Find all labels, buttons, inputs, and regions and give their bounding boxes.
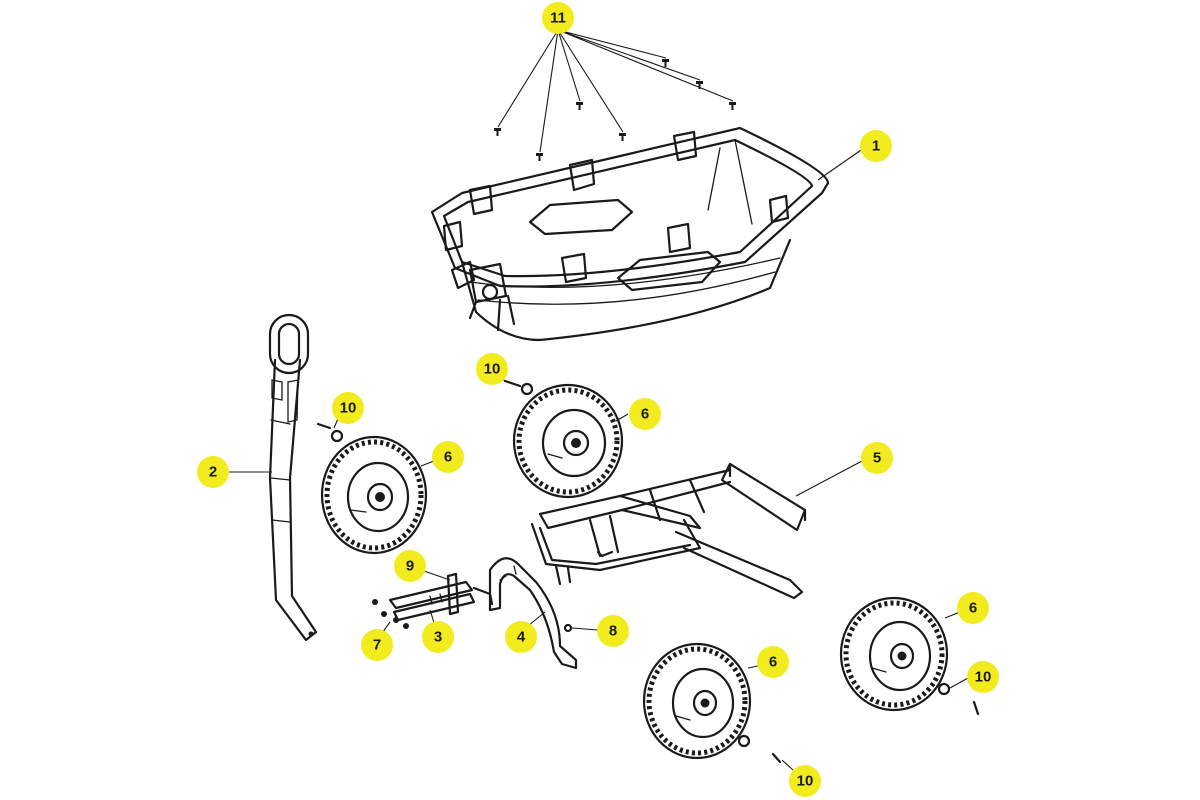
callout-3-marker [422, 621, 454, 653]
callout-1-marker [860, 130, 892, 162]
handle-part [268, 313, 318, 642]
callout-6-left: 6 [432, 441, 464, 473]
callout-10-left-marker [332, 392, 364, 424]
callout-5: 5 [861, 442, 893, 474]
callout-4-label: 4 [517, 629, 526, 646]
axle-bolt-assembly-part [372, 572, 494, 629]
callout-7-marker [361, 629, 393, 661]
callout-6-left-label: 6 [444, 449, 452, 466]
callout-10-left: 10 [332, 392, 364, 424]
callout-8-label: 8 [609, 623, 617, 640]
wheel-part-rear-top [512, 383, 624, 499]
wheel-part-left [320, 435, 428, 555]
callout-1: 1 [860, 130, 892, 162]
callout-4: 4 [505, 621, 537, 653]
callout-8: 8 [597, 615, 629, 647]
callout-2: 2 [197, 456, 229, 488]
callout-3-label: 3 [434, 629, 442, 646]
callout-10-left-label: 10 [340, 400, 357, 417]
callout-6-top-label: 6 [641, 406, 649, 423]
callout-10-bottom: 10 [789, 765, 821, 797]
wheel-part-front-right [839, 596, 949, 712]
tray-part [430, 126, 830, 342]
callout-6-left-marker [432, 441, 464, 473]
callout-1-label: 1 [872, 138, 880, 155]
callout-10-right-label: 10 [975, 669, 992, 686]
callout-6-bottom: 6 [757, 646, 789, 678]
screws-part [494, 59, 736, 161]
callout-5-marker [861, 442, 893, 474]
front-axle-bracket-part [488, 557, 578, 670]
callout-4-marker [505, 621, 537, 653]
callout-7: 7 [361, 629, 393, 661]
callout-5-label: 5 [873, 450, 881, 467]
callout-10-top-marker [476, 353, 508, 385]
callout-7-label: 7 [373, 637, 381, 654]
wheel-part-front-bottom [642, 642, 752, 760]
callout-6-right-marker [957, 592, 989, 624]
callout-11: 11 [542, 2, 574, 34]
callout-9-marker [394, 550, 426, 582]
callout-10-bottom-label: 10 [797, 773, 814, 790]
callout-6-top-marker [629, 398, 661, 430]
callout-11-label: 11 [550, 10, 566, 27]
callout-9-label: 9 [406, 558, 414, 575]
callout-2-label: 2 [209, 464, 217, 481]
callout-6-right: 6 [957, 592, 989, 624]
callout-9: 9 [394, 550, 426, 582]
callout-10-top: 10 [476, 353, 508, 385]
callout-11-marker [542, 2, 574, 34]
callout-6-bottom-marker [757, 646, 789, 678]
chassis-frame-part [530, 462, 807, 600]
callout-6-bottom-label: 6 [769, 654, 777, 671]
callout-10-right-marker [967, 661, 999, 693]
callout-3: 3 [422, 621, 454, 653]
callout-10-top-label: 10 [484, 361, 501, 378]
callout-2-marker [197, 456, 229, 488]
callout-10-bottom-marker [789, 765, 821, 797]
callout-6-right-label: 6 [969, 600, 977, 617]
callout-10-right: 10 [967, 661, 999, 693]
callout-6-top: 6 [629, 398, 661, 430]
callout-8-marker [597, 615, 629, 647]
washer-parts [316, 379, 980, 764]
